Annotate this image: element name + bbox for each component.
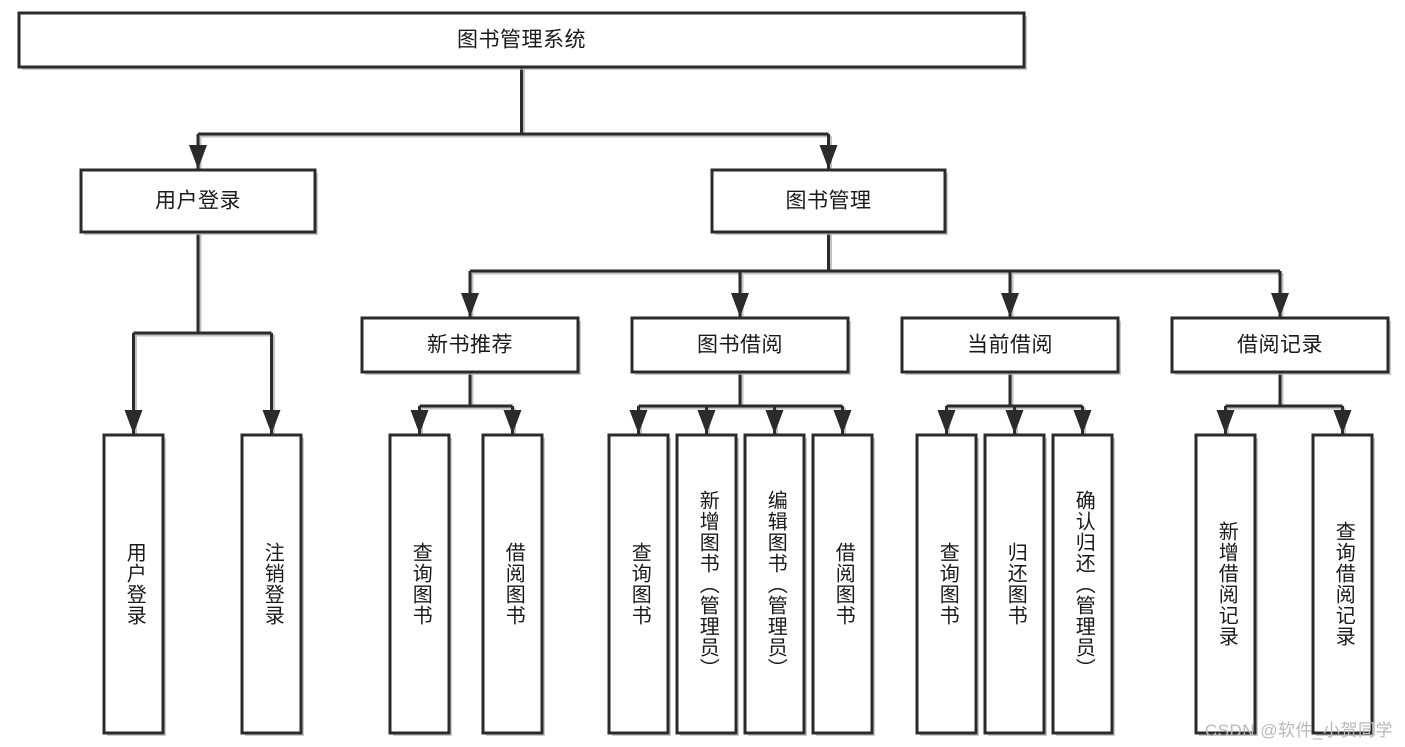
- arrow-head-icon: [697, 410, 716, 434]
- node-box-current-borrow[interactable]: [900, 316, 1120, 374]
- node-box-leaf-return-book[interactable]: [983, 433, 1046, 735]
- arrow-head-icon: [262, 410, 281, 434]
- arrow-head-icon: [819, 145, 838, 169]
- arrow-head-icon: [833, 410, 852, 434]
- node-box-user-login[interactable]: [79, 168, 317, 234]
- node-box-leaf-add-record[interactable]: [1194, 433, 1257, 735]
- node-boxes-layer: [17, 11, 1391, 736]
- csdn-watermark: CSDN @软件_小贺同学: [1204, 721, 1393, 740]
- arrow-head-icon: [461, 293, 479, 317]
- arrow-head-icon: [1271, 293, 1289, 317]
- connectors-layer: [124, 67, 1352, 436]
- arrow-head-icon: [1001, 293, 1019, 317]
- arrow-head-icon: [1216, 410, 1235, 434]
- arrow-head-icon: [731, 293, 749, 317]
- node-label-current-borrow: 当前借阅: [967, 334, 1053, 357]
- arrow-head-icon: [937, 410, 956, 434]
- arrow-head-icon: [765, 410, 784, 434]
- arrow-head-icon: [124, 410, 143, 434]
- node-box-leaf-query-book-current[interactable]: [915, 433, 978, 735]
- node-box-leaf-edit-book[interactable]: [743, 433, 806, 735]
- node-box-leaf-user-login[interactable]: [102, 433, 165, 735]
- node-box-leaf-borrow-book-rec[interactable]: [481, 433, 544, 735]
- node-box-new-book-recommend[interactable]: [360, 316, 580, 374]
- node-label-root: 图书管理系统: [457, 29, 586, 52]
- node-box-book-borrow[interactable]: [630, 316, 850, 374]
- node-box-leaf-query-record[interactable]: [1311, 433, 1374, 735]
- node-box-leaf-logout[interactable]: [240, 433, 303, 735]
- node-box-leaf-query-book-rec[interactable]: [388, 433, 451, 735]
- node-box-borrow-records[interactable]: [1170, 316, 1390, 374]
- node-box-leaf-confirm-return[interactable]: [1051, 433, 1114, 735]
- node-label-book-borrow: 图书借阅: [697, 334, 783, 357]
- arrow-head-icon: [410, 410, 429, 434]
- node-label-user-login: 用户登录: [155, 190, 241, 213]
- arrow-head-icon: [189, 145, 207, 169]
- node-label-borrow-records: 借阅记录: [1237, 334, 1323, 357]
- node-label-book-management: 图书管理: [786, 190, 872, 213]
- arrow-head-icon: [503, 410, 522, 434]
- arrow-head-icon: [1333, 410, 1352, 434]
- node-box-root[interactable]: [17, 11, 1026, 69]
- arrow-head-icon: [1005, 410, 1024, 434]
- node-box-leaf-add-book[interactable]: [675, 433, 738, 735]
- arrow-head-icon: [629, 410, 648, 434]
- node-box-leaf-borrow-book[interactable]: [811, 433, 874, 735]
- node-box-book-management[interactable]: [710, 168, 947, 234]
- arrow-head-icon: [1073, 410, 1092, 434]
- node-box-leaf-query-book-borrow[interactable]: [607, 433, 670, 735]
- node-label-new-book-recommend: 新书推荐: [427, 334, 513, 357]
